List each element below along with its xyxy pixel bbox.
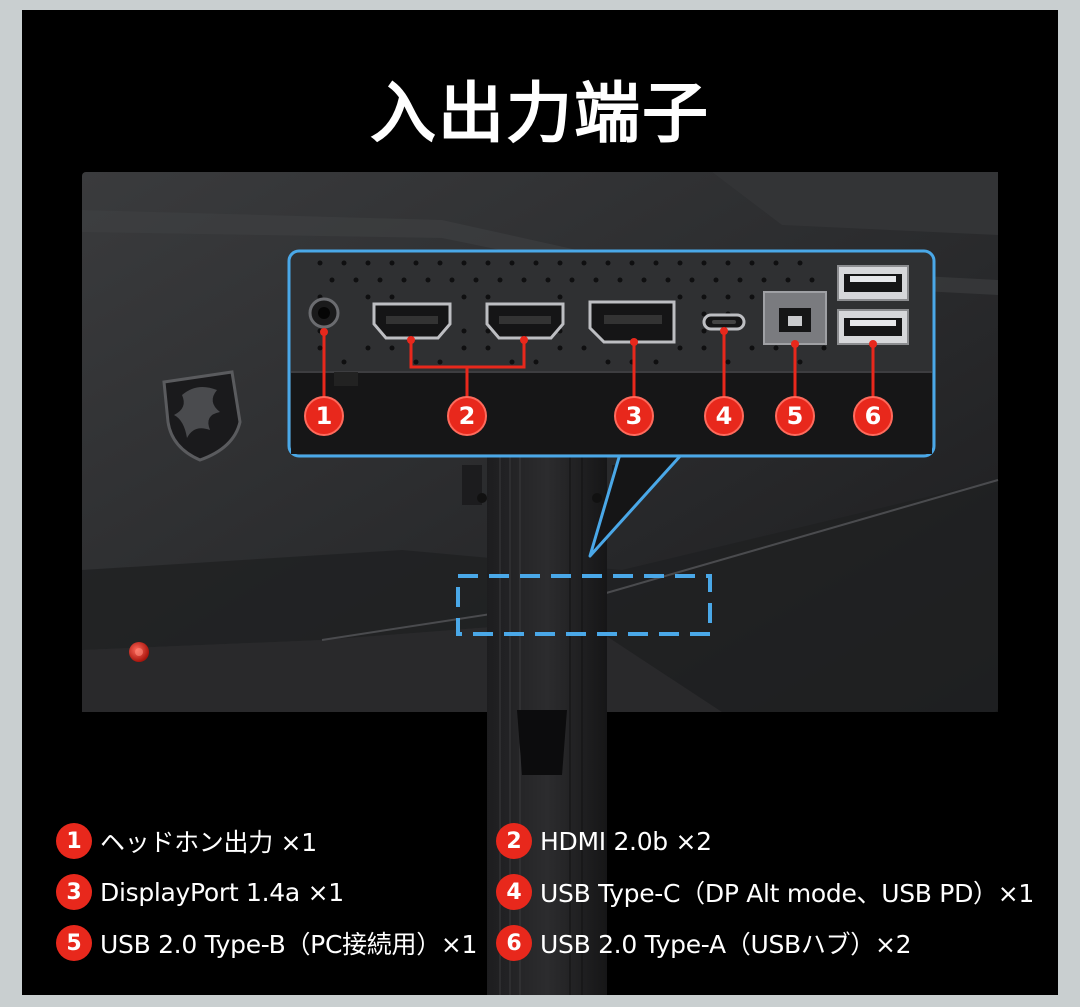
leader-dots	[320, 327, 877, 348]
callout-badge-2: 2	[447, 396, 487, 436]
hdmi-port-icon	[372, 302, 452, 340]
dragon-shield-logo	[162, 370, 242, 462]
callout-badge-3: 3	[614, 396, 654, 436]
displayport-icon	[588, 300, 676, 344]
usb-b-port-icon	[763, 291, 827, 345]
product-panel: 入出力端子	[22, 10, 1058, 995]
port-location-marker	[456, 574, 712, 636]
hdmi-port-icon	[485, 302, 565, 340]
callout-badge-5: 5	[775, 396, 815, 436]
leader-lines	[322, 331, 875, 402]
monitor-rear-illustration	[82, 172, 999, 995]
usb-c-port-icon	[702, 313, 746, 331]
usb-a-port-icon	[837, 265, 909, 301]
callout-badge-4: 4	[704, 396, 744, 436]
usb-a-port-icon	[837, 309, 909, 345]
page-title: 入出力端子	[370, 75, 710, 152]
callout-badge-1: 1	[304, 396, 344, 436]
headphone-jack-icon	[308, 297, 340, 329]
ports-callout	[287, 249, 936, 458]
power-button-icon[interactable]	[129, 642, 149, 662]
callout-badge-6: 6	[853, 396, 893, 436]
